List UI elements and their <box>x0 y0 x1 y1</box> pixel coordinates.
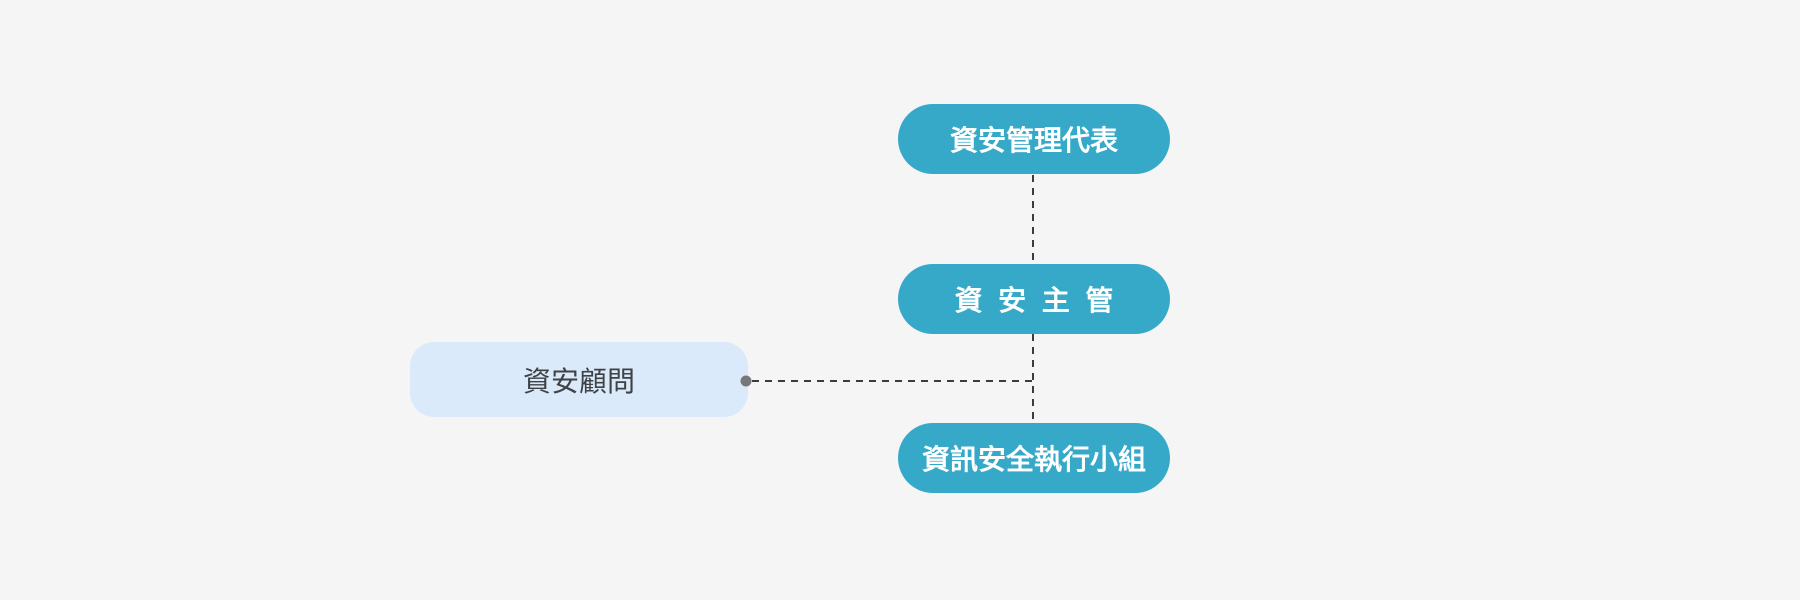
node-security-consultant: 資安顧問 <box>410 342 748 417</box>
node-label-security-execution-team: 資訊安全執行小組 <box>921 444 1146 475</box>
node-security-supervisor: 資 安 主 管 <box>898 264 1170 334</box>
node-label-security-consultant: 資安顧問 <box>522 365 635 397</box>
node-label-security-supervisor: 資 安 主 管 <box>954 285 1114 316</box>
node-security-execution-team: 資訊安全執行小組 <box>898 423 1170 493</box>
node-security-management-representative: 資安管理代表 <box>898 104 1170 174</box>
node-label-security-management-representative: 資安管理代表 <box>949 125 1118 156</box>
